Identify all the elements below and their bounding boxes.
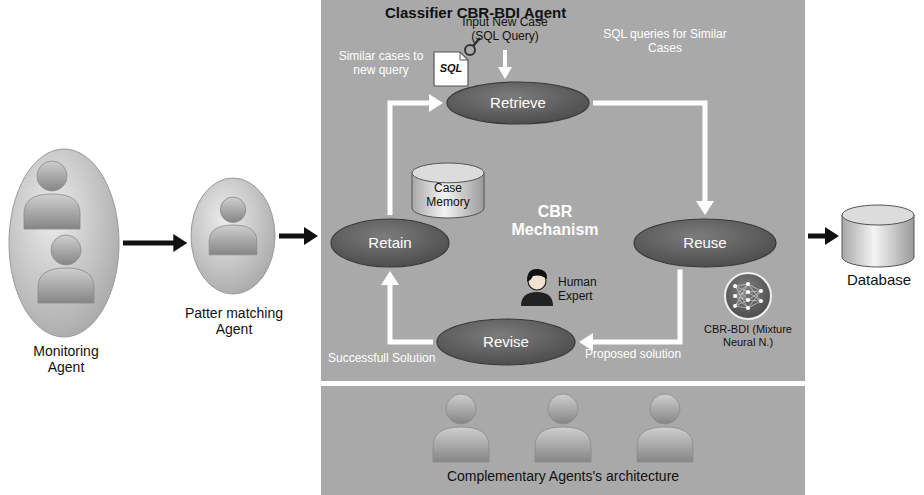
role-label: Human Expert (558, 276, 614, 304)
database-cylinder-shape (842, 205, 914, 267)
agent-group: Monitoring Agent (4, 143, 128, 390)
edge-label-holder: Similar cases to new query (333, 50, 429, 78)
panel-title: Classifier CBR-BDI Agent (385, 4, 715, 21)
complementary-panel: Complementary Agents's architecture (321, 386, 805, 495)
person-icon (209, 197, 257, 255)
database-cylinder: Database (836, 205, 922, 297)
node-caption: Database (836, 271, 922, 288)
person-icon (38, 235, 94, 303)
complementary-panel-ground (321, 386, 805, 495)
human-expert-icon (521, 269, 553, 306)
edge-label-holder: Proposed solution (585, 348, 695, 362)
edge-label: SQL queries for Similar Cases (600, 28, 730, 56)
edge-label: Successfull Solution (328, 352, 440, 366)
input-arrow (503, 50, 507, 68)
flow-arrow (123, 234, 187, 252)
sql-icon (434, 38, 480, 86)
flow-arrow (808, 227, 839, 245)
edge-label-holder: Successfull Solution (328, 352, 440, 366)
panel-title: Complementary Agents's architecture (321, 468, 805, 484)
node-label: Revise (442, 333, 570, 350)
node-caption: Monitoring Agent (21, 343, 111, 375)
node-label: Retrieve (452, 94, 584, 111)
person-icon (535, 394, 591, 462)
flow-arrow (593, 103, 714, 215)
neural-network-icon: CBR-BDI (Mixture Neural N.) (696, 272, 800, 360)
flow-arrow (279, 227, 318, 245)
neural-network-icon-shape (724, 272, 772, 320)
node-label: Retain (336, 234, 444, 251)
process-ellipse: Reuse (633, 218, 777, 268)
edge-label: Proposed solution (585, 348, 695, 362)
process-ellipse: Retain (330, 218, 450, 268)
agent-group-shape (190, 177, 276, 295)
label-holder: Input New Case (SQL Query) (450, 16, 560, 44)
node-caption: CBR-BDI (Mixture Neural N.) (696, 323, 800, 348)
person-icon (24, 161, 80, 229)
edge-label: Similar cases to new query (333, 50, 429, 78)
label-holder: Human Expert (558, 276, 614, 304)
person-icon (637, 394, 693, 462)
process-ellipse: Revise (436, 318, 576, 366)
agent-group-shape (8, 148, 120, 338)
person-icon (433, 394, 489, 462)
node-label: Reuse (639, 234, 771, 251)
label-holder: SQL (436, 62, 466, 75)
label-holder: CBR Mechanism (500, 203, 610, 240)
mechanism-label: CBR Mechanism (500, 203, 610, 240)
node-caption: Patter matching Agent (176, 305, 292, 337)
case-memory-cylinder: Case Memory (412, 163, 484, 218)
input-label: Input New Case (SQL Query) (450, 16, 560, 44)
agent-panel-ground (321, 0, 805, 381)
node-label: Case Memory (418, 182, 478, 210)
edge-label-holder: SQL queries for Similar Cases (600, 28, 730, 56)
agent-group: Patter matching Agent (176, 175, 292, 355)
icon-text: SQL (436, 62, 466, 75)
flow-arrow (381, 271, 433, 342)
input-arrowhead (498, 67, 512, 79)
process-ellipse: Retrieve (446, 81, 590, 125)
